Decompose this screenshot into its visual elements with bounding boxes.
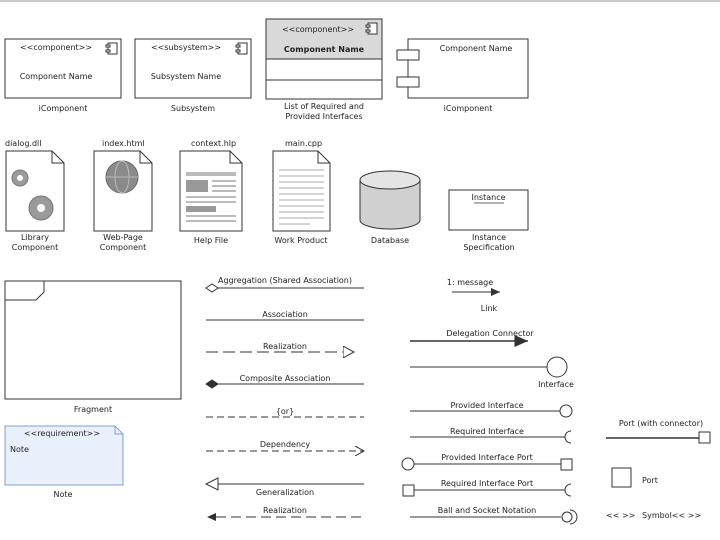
help-file-shape[interactable] — [179, 150, 243, 232]
webpage-caption-line2: Component — [99, 243, 147, 252]
aggregation-connector[interactable] — [205, 283, 364, 293]
component-name: Component Name — [19, 72, 93, 81]
interface-label: Interface — [538, 380, 574, 389]
gear-icon — [11, 169, 54, 221]
port-tab — [396, 49, 420, 61]
port-tab — [396, 76, 420, 88]
link-message-label: 1: message — [446, 278, 494, 287]
instance-caption-line2: Specification — [463, 243, 515, 252]
realization2-connector[interactable] — [207, 513, 364, 521]
globe-icon — [105, 160, 139, 194]
interfaces-caption-line1: List of Required and — [284, 102, 364, 111]
symbol-glyph: << >> — [606, 511, 636, 520]
component-interfaces-shape[interactable] — [265, 18, 383, 100]
required-interface-connector[interactable] — [410, 430, 572, 444]
interfaces-name: Component Name — [283, 45, 365, 54]
interfaces-stereotype: <<component>> — [281, 25, 355, 34]
component-stereotype: <<component>> — [20, 43, 93, 52]
link-label: Link — [480, 304, 498, 313]
database-shape[interactable] — [359, 170, 421, 230]
component-ports-shape[interactable] — [396, 38, 529, 99]
library-component-shape[interactable] — [5, 150, 65, 232]
provided-port-label: Provided Interface Port — [441, 453, 533, 462]
note-stereotype: <<requirement>> — [23, 429, 101, 438]
subsystem-caption: Subsystem — [170, 104, 216, 113]
generalization-connector[interactable] — [204, 477, 364, 491]
work-product-shape[interactable] — [272, 150, 331, 232]
library-filename: dialog.dll — [5, 139, 42, 148]
instance-name: Instance — [471, 193, 506, 202]
fragment-shape[interactable] — [4, 280, 182, 400]
port-connector-label: Port (with connector) — [618, 419, 704, 428]
required-interface-label: Required Interface — [450, 427, 524, 436]
note-shape[interactable] — [4, 425, 124, 486]
subsystem-shape[interactable] — [134, 38, 252, 99]
required-port-label: Required Interface Port — [440, 479, 534, 488]
port-with-connector-shape[interactable] — [606, 431, 711, 444]
instance-caption-line1: Instance — [471, 233, 507, 242]
webpage-caption-line1: Web-Page — [103, 233, 143, 242]
document-lines-icon — [186, 172, 236, 222]
fragment-caption: Fragment — [73, 405, 113, 414]
provided-interface-label: Provided Interface — [450, 401, 524, 410]
subsystem-stereotype: <<subsystem>> — [150, 43, 222, 52]
composite-association-connector[interactable] — [205, 379, 364, 389]
realization-label: Realization — [263, 342, 307, 351]
library-caption-line1: Library — [21, 233, 49, 242]
note-caption: Note — [53, 490, 73, 499]
component-icon — [105, 42, 118, 55]
note-body: Note — [10, 445, 29, 454]
workproduct-caption: Work Product — [274, 236, 328, 245]
or-label: {or} — [275, 407, 295, 416]
helpfile-caption: Help File — [193, 236, 229, 245]
provided-interface-port-connector[interactable] — [401, 457, 573, 471]
port-label: Port — [642, 476, 658, 485]
generalization-label: Generalization — [255, 488, 315, 497]
port-shape[interactable] — [611, 467, 632, 488]
provided-interface-connector[interactable] — [410, 404, 573, 418]
ports-component-caption: iComponent — [443, 104, 493, 113]
component-caption: iComponent — [38, 104, 88, 113]
interfaces-caption-line2: Provided Interfaces — [285, 112, 363, 121]
library-caption-line2: Component — [11, 243, 59, 252]
ports-component-name: Component Name — [439, 44, 513, 53]
composite-label: Composite Association — [239, 374, 331, 383]
aggregation-label: Aggregation (Shared Association) — [217, 276, 352, 285]
association-label: Association — [262, 310, 308, 319]
workproduct-filename: main.cpp — [285, 139, 323, 148]
subsystem-name: Subsystem Name — [150, 72, 222, 81]
required-interface-port-connector[interactable] — [402, 483, 572, 497]
webpage-component-shape[interactable] — [93, 150, 153, 232]
ball-socket-connector[interactable] — [410, 509, 578, 525]
text-lines-icon — [279, 169, 324, 225]
ball-socket-label: Ball and Socket Notation — [437, 506, 537, 515]
component-icon — [365, 22, 378, 35]
database-caption: Database — [370, 236, 410, 245]
component-shape[interactable] — [4, 38, 122, 99]
helpfile-filename: context.hlp — [191, 139, 237, 148]
webpage-filename: index.html — [102, 139, 145, 148]
component-icon — [235, 42, 248, 55]
interface-shape[interactable] — [410, 356, 568, 378]
delegation-label: Delegation Connector — [446, 329, 534, 338]
realization2-label: Realization — [263, 506, 307, 515]
instance-shape[interactable] — [448, 189, 529, 231]
symbol-label: Symbol<< >> — [642, 511, 702, 520]
dependency-label: Dependency — [259, 440, 311, 449]
